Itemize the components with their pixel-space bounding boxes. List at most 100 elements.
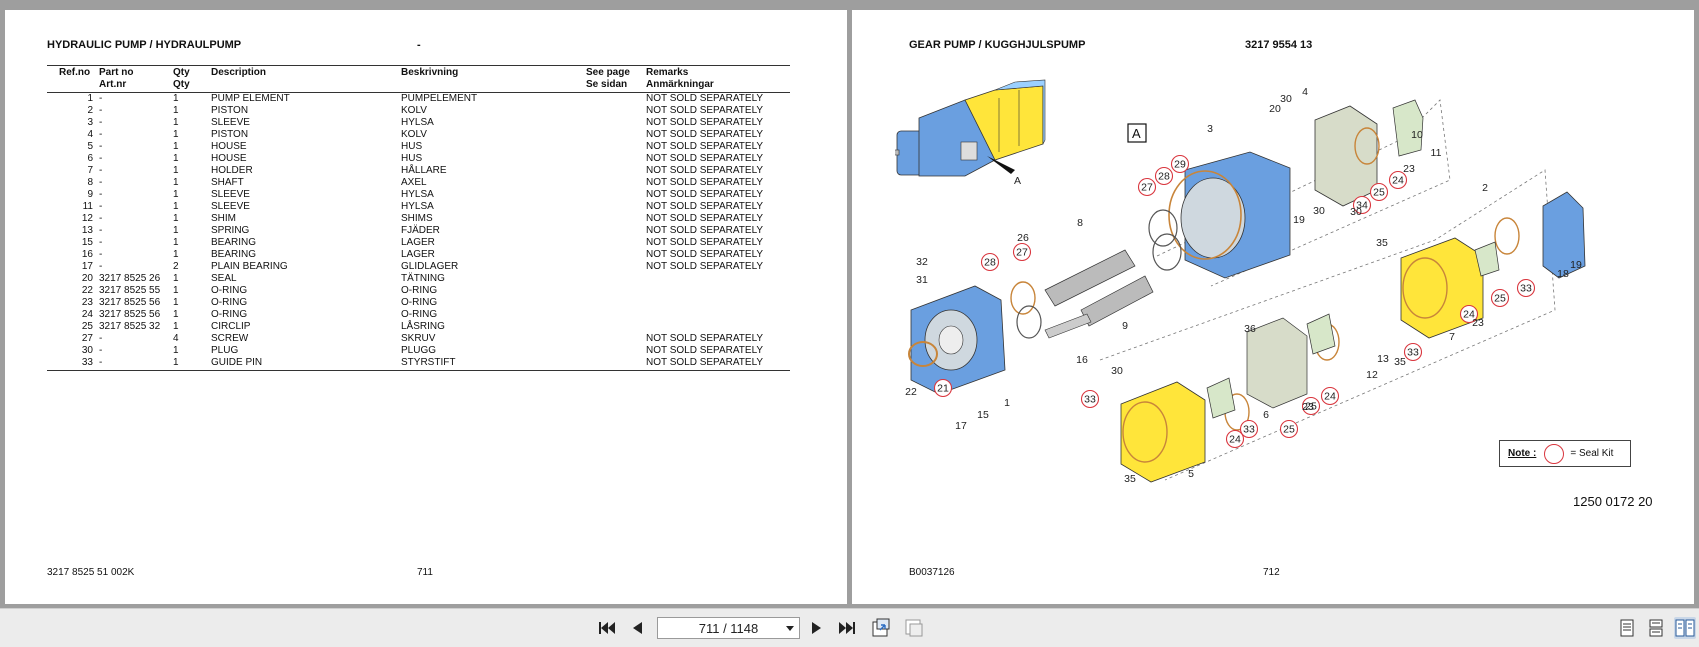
seal-kit-callout: 27 [1016,247,1028,259]
table-header: Ref.no Part no Qty Description Beskrivni… [47,65,790,93]
seal-kit-callout-circle [980,252,1000,272]
part-no-cell: - [99,153,103,164]
seal-circle-icon [1544,443,1565,464]
ref-cell: 8 [87,177,93,188]
beskrivning-cell: AXEL [401,177,427,188]
beskrivning-cell: O-RING [401,285,438,296]
part-callout: 20 [1269,103,1281,115]
part-callout: 4 [1302,86,1308,98]
description-cell: PUMP ELEMENT [211,93,290,104]
part-no-cell: - [99,141,103,152]
page-number-field[interactable]: 711 / 1148 [657,617,800,639]
ref-cell: 23 [81,297,93,308]
seal-kit-callout: 34 [1356,200,1368,212]
ref-cell: 7 [87,165,93,176]
ref-cell: 12 [81,213,93,224]
description-cell: PISTON [211,105,249,116]
part-no-cell: 3217 8525 55 [99,285,161,296]
continuous-view-button[interactable] [1645,617,1667,639]
remarks-cell: NOT SOLD SEPARATELY [646,237,764,248]
ref-cell: 4 [87,129,93,140]
part-callout: 35 [1124,473,1136,485]
description-cell: SEAL [211,273,237,284]
remarks-cell: NOT SOLD SEPARATELY [646,249,764,260]
beskrivning-cell: FJÄDER [401,225,440,236]
part-no-cell: - [99,249,103,260]
qty-cell: 1 [173,141,179,152]
viewer-toolbar: 711 / 1148 [0,608,1699,647]
seal-kit-callout: 24 [1463,309,1475,321]
left-page: HYDRAULIC PUMP / HYDRAULPUMP - Ref.no Pa… [5,10,847,604]
ref-cell: 27 [81,333,93,344]
seal-kit-callout: 25 [1373,187,1385,199]
part-callout: 19 [1570,259,1582,271]
remarks-cell: NOT SOLD SEPARATELY [646,105,764,116]
part-no-cell: 3217 8525 26 [99,273,161,284]
col-qty: Qty [173,67,190,78]
fit-page-icon [872,618,890,637]
facing-pages-view-button[interactable] [1674,617,1696,639]
next-page-button[interactable] [806,617,828,639]
view-a-label: A [1132,126,1141,141]
page-number: 711 [417,567,433,578]
description-cell: O-RING [211,285,248,296]
qty-cell: 1 [173,237,179,248]
beskrivning-cell: SKRUV [401,333,436,344]
previous-page-button[interactable] [626,617,648,639]
seal-kit-callout: 27 [1141,182,1153,194]
last-page-button[interactable] [836,617,858,639]
part-callout: 26 [1017,232,1029,244]
part-no-cell: - [99,165,103,176]
part-callout: 8 [1077,217,1083,229]
part-callout: 30 [1350,206,1362,218]
remarks-cell: NOT SOLD SEPARATELY [646,153,764,164]
qty-cell: 1 [173,297,179,308]
part-callout: 12 [1366,369,1378,381]
qty-cell: 1 [173,201,179,212]
part-callout: 30 [1111,365,1123,377]
facing-pages-view-icon [1675,619,1695,637]
seal-kit-callout-circle [1080,389,1100,409]
part-no-cell: - [99,261,103,272]
description-cell: BEARING [211,237,257,248]
col-remarks: Remarks [646,67,689,78]
col-ref-no: Ref.no [59,67,91,78]
qty-cell: 1 [173,309,179,320]
ref-cell: 20 [81,273,93,284]
col-part-no: Part no [99,67,134,78]
seal-kit-callout: 28 [1158,171,1170,183]
col-qty-sv: Qty [173,78,190,90]
single-page-view-button[interactable] [1616,617,1638,639]
beskrivning-cell: LÅSRING [401,321,445,332]
continuous-view-icon [1649,619,1663,637]
exploded-view-diagram: A A [895,79,1586,485]
part-callout: 5 [1188,468,1194,480]
fit-width-button[interactable] [903,617,925,639]
description-cell: HOUSE [211,141,247,152]
page-number: 712 [1263,567,1280,578]
part-callout: 13 [1377,353,1389,365]
beskrivning-cell: SHIMS [401,213,433,224]
yellow-housing-5 [1120,381,1206,483]
fit-page-button[interactable] [870,617,892,639]
part-callout: 23 [1472,317,1484,329]
part-callout: 7 [1449,331,1455,343]
ref-cell: 33 [81,357,93,368]
first-page-button[interactable] [596,617,618,639]
ref-cell: 24 [81,309,93,320]
description-cell: SPRING [211,225,250,236]
right-page: GEAR PUMP / KUGGHJULSPUMP 3217 9554 13 A… [852,10,1694,604]
beskrivning-cell: HÅLLARE [401,165,447,176]
remarks-cell: NOT SOLD SEPARATELY [646,165,764,176]
description-cell: SLEEVE [211,189,250,200]
description-cell: SLEEVE [211,201,250,212]
remarks-cell: NOT SOLD SEPARATELY [646,117,764,128]
title-dash: - [417,39,421,51]
